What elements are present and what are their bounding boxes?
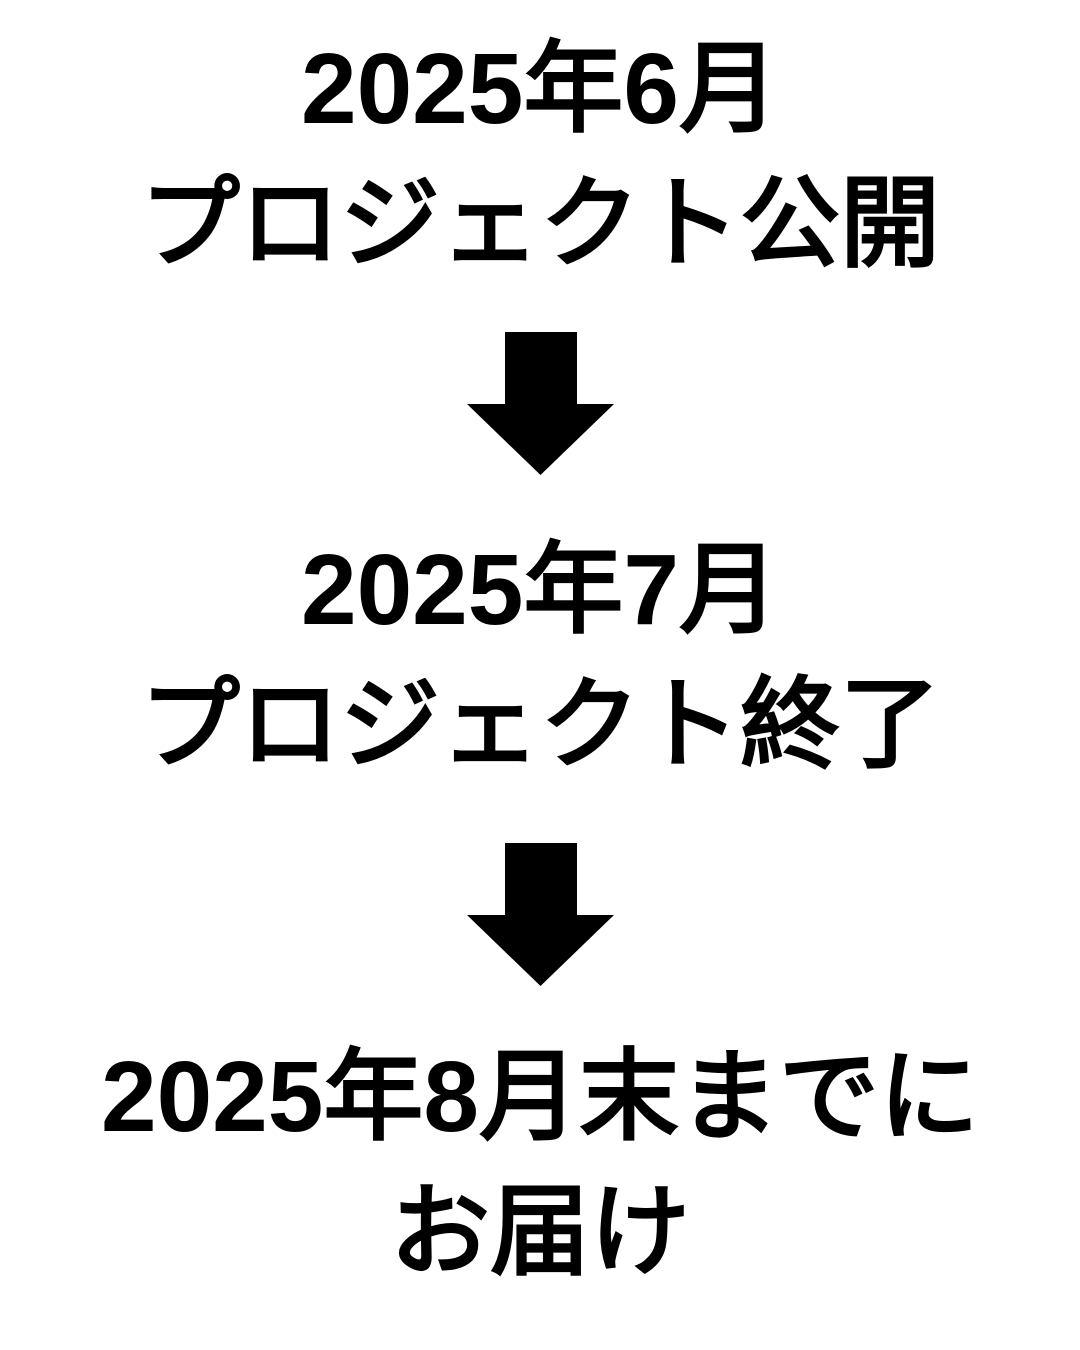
step-2-date: 2025年7月 bbox=[300, 534, 780, 646]
timeline-step-3: 2025年8月末までに お届け bbox=[101, 1030, 979, 1300]
down-arrow-icon bbox=[466, 332, 614, 475]
step-2-event: プロジェクト終了 bbox=[140, 669, 940, 781]
step-1-date: 2025年6月 bbox=[300, 33, 780, 145]
down-arrow-icon bbox=[466, 843, 614, 986]
step-3-event: お届け bbox=[389, 1176, 690, 1288]
step-3-date: 2025年8月末までに bbox=[100, 1041, 980, 1153]
timeline-step-1: 2025年6月 プロジェクト公開 bbox=[140, 22, 940, 292]
step-1-event: プロジェクト公開 bbox=[140, 168, 940, 280]
timeline-step-2: 2025年7月 プロジェクト終了 bbox=[140, 523, 940, 793]
